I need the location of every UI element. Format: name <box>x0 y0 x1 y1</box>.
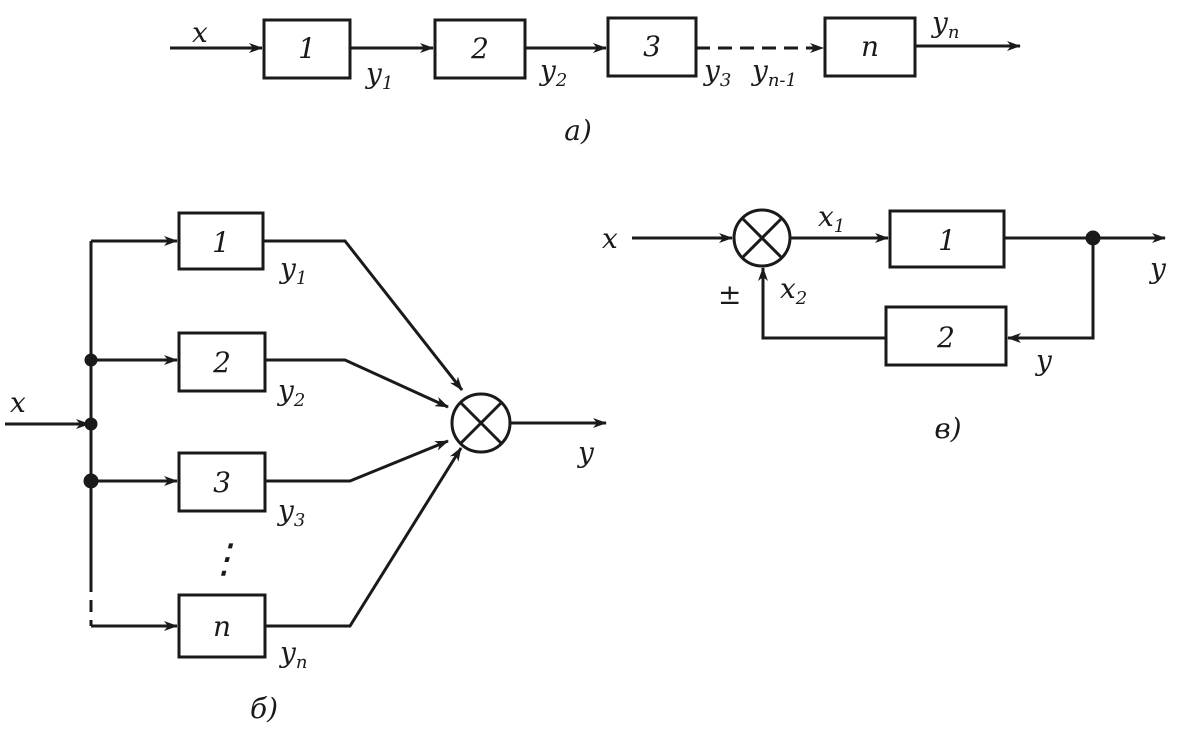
path-b-2-to-sum <box>265 358 449 409</box>
signal-b-y1: y1 <box>278 252 307 289</box>
signal-b-y2: y2 <box>276 374 305 411</box>
feedback-label-c: y <box>1034 344 1053 377</box>
signal-b-yn: yn <box>278 636 307 673</box>
block-b-n <box>177 593 267 659</box>
labels-a: x 1 2 3 n y1 y2 y3 yn-1 yn а) <box>192 6 959 147</box>
diagram-feedback <box>632 208 1166 367</box>
signal-b-y3: y3 <box>276 494 305 531</box>
block-label-b-1: 1 <box>212 226 230 259</box>
block-label-b-2: 2 <box>212 346 231 379</box>
junction-b-2 <box>84 417 98 431</box>
signal-a-y1: y1 <box>364 57 393 94</box>
caption-c: в) <box>934 412 961 445</box>
input-label-b: x <box>10 386 26 419</box>
path-b-3-to-sum <box>265 439 449 483</box>
ellipsis-b: ⋮ <box>204 536 244 582</box>
block-label-a-n: n <box>861 30 879 63</box>
diagram-parallel <box>5 211 607 659</box>
feedback-path-c <box>1007 238 1095 343</box>
signal-a-y2: y2 <box>538 54 567 91</box>
labels-c: x x1 x2 ± 1 2 y y в) <box>602 200 1167 445</box>
input-label-a: x <box>192 16 208 49</box>
block-c-1 <box>888 209 1006 269</box>
input-label-c: x <box>602 222 618 255</box>
path-b-n-to-sum <box>265 447 463 628</box>
block-label-c-1: 1 <box>938 224 956 257</box>
signal-c-x1: x1 <box>818 200 845 237</box>
block-c-2 <box>884 305 1008 367</box>
caption-a: а) <box>564 114 592 147</box>
sign-label-c: ± <box>718 278 741 311</box>
block-label-a-2: 2 <box>470 32 489 65</box>
block-label-a-1: 1 <box>298 32 316 65</box>
output-label-a: yn <box>930 6 959 43</box>
labels-b: x 1 2 3 n y1 y2 y3 yn ⋮ y б) <box>10 226 595 725</box>
feedback-return-c <box>758 267 886 340</box>
diagram-series <box>170 16 1021 80</box>
signal-c-x2: x2 <box>780 272 807 309</box>
signal-a-yn-1: yn-1 <box>750 54 797 91</box>
block-a-3 <box>606 16 698 78</box>
summing-junction-b <box>450 392 512 454</box>
summing-junction-c <box>732 208 792 268</box>
signal-a-y3: y3 <box>702 54 731 91</box>
block-b-1 <box>177 211 265 271</box>
block-label-b-3: 3 <box>213 466 231 499</box>
output-label-b: y <box>576 436 595 469</box>
block-label-b-n: n <box>213 610 231 643</box>
block-label-c-2: 2 <box>936 321 955 354</box>
block-label-a-3: 3 <box>643 30 661 63</box>
output-label-c: y <box>1148 252 1167 285</box>
path-b-1-to-sum <box>263 239 464 391</box>
caption-b: б) <box>250 692 278 725</box>
block-b-2 <box>177 331 267 393</box>
block-a-n <box>823 16 917 78</box>
